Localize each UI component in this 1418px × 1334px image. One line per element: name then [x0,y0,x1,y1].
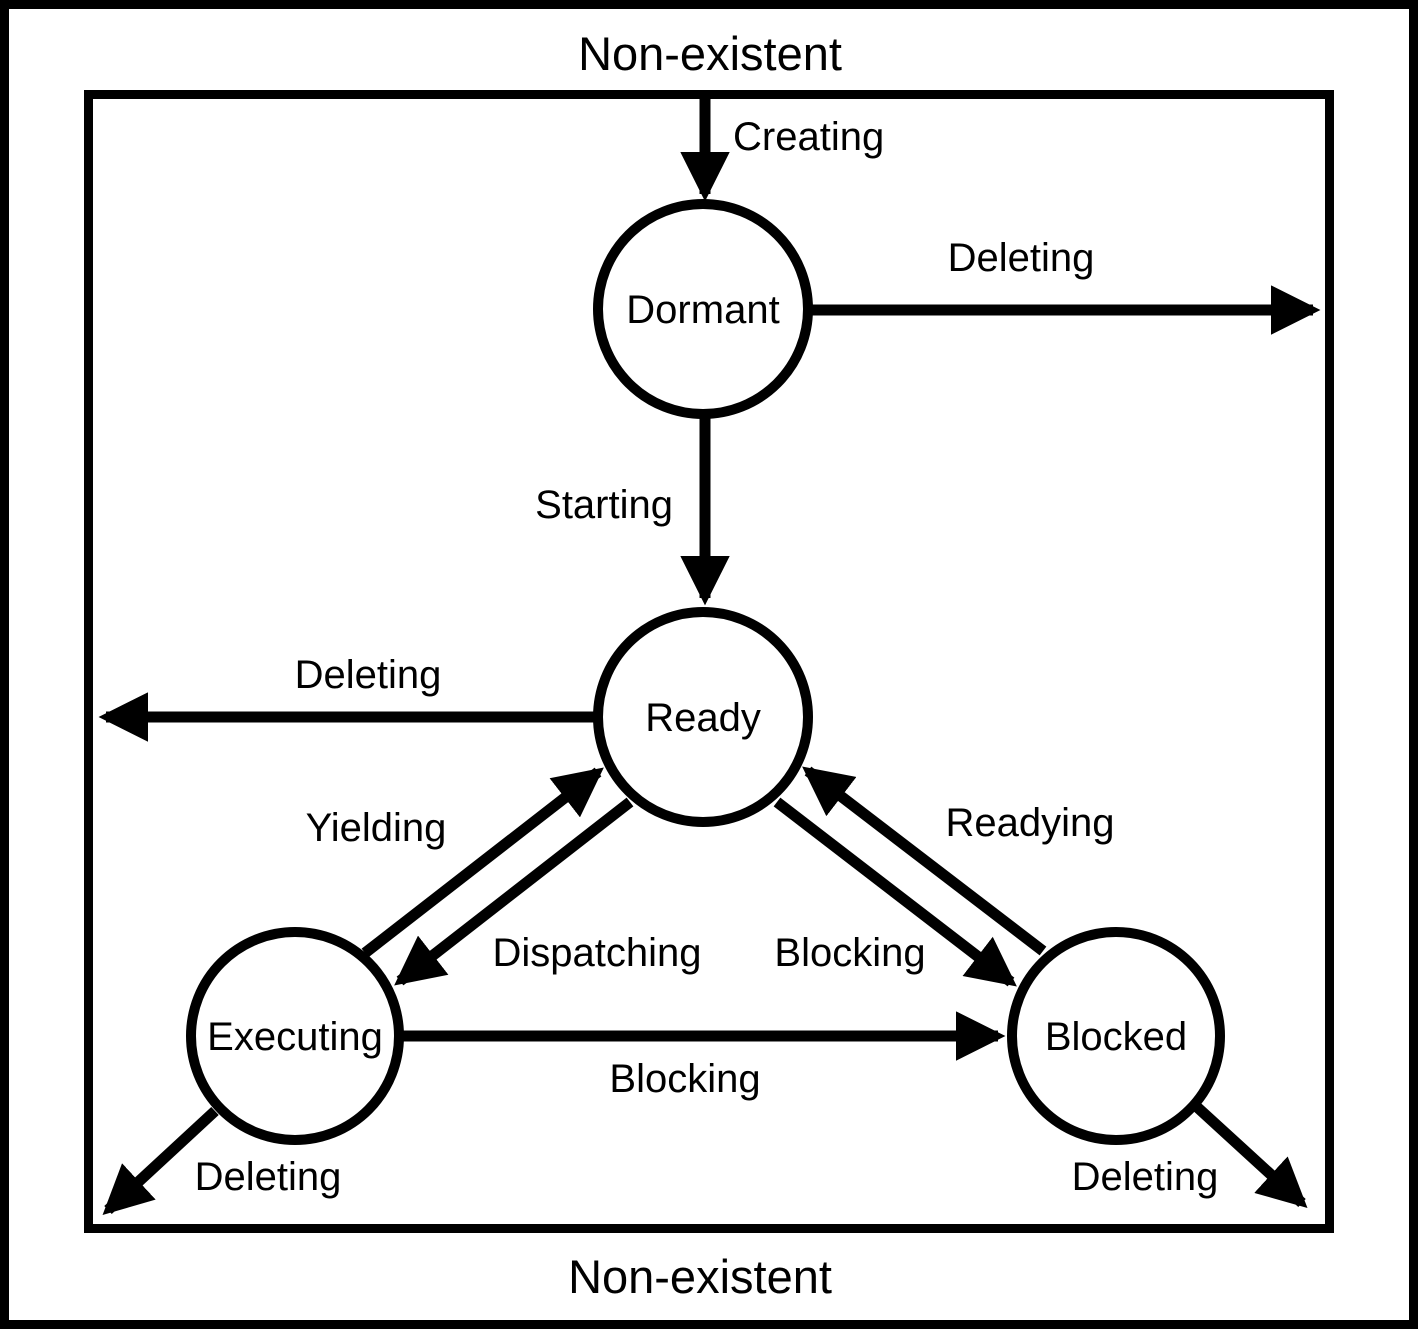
transition-starting-label: Starting [535,483,673,527]
transition-yielding-label: Yielding [306,806,447,850]
non-existent-bottom-label: Non-existent [568,1250,832,1303]
transition-blocking-lower-label: Blocking [609,1057,760,1101]
state-ready-label: Ready [645,696,761,740]
transition-readying-label: Readying [945,801,1114,845]
state-executing-label: Executing [207,1015,383,1059]
state-blocked-circle [1007,927,1225,1145]
transition-deleting-dormant-label: Deleting [948,236,1095,280]
transition-deleting-blocked-arrow [1193,1102,1308,1209]
non-existent-top-label: Non-existent [578,27,842,80]
system-boundary [84,90,1334,1233]
transition-deleting-ready-label: Deleting [295,653,442,697]
transition-blocking-upper-label: Blocking [774,931,925,975]
transition-yielding-arrow [361,767,604,958]
transition-dispatching-label: Dispatching [492,931,701,975]
transition-deleting-executing-label: Deleting [195,1155,342,1199]
state-ready-circle [593,607,813,827]
transition-readying-arrow [802,766,1047,956]
transition-deleting-blocked-label: Deleting [1072,1155,1219,1199]
transition-dispatching-arrow [394,797,634,986]
state-dormant-circle [593,199,813,419]
state-dormant-label: Dormant [626,288,779,332]
transition-deleting-executing-arrow [102,1106,219,1216]
transition-creating-label: Creating [733,115,884,159]
state-executing-circle [186,927,404,1145]
state-blocked-label: Blocked [1045,1015,1187,1059]
transition-blocking-upper-arrow [773,797,1017,987]
